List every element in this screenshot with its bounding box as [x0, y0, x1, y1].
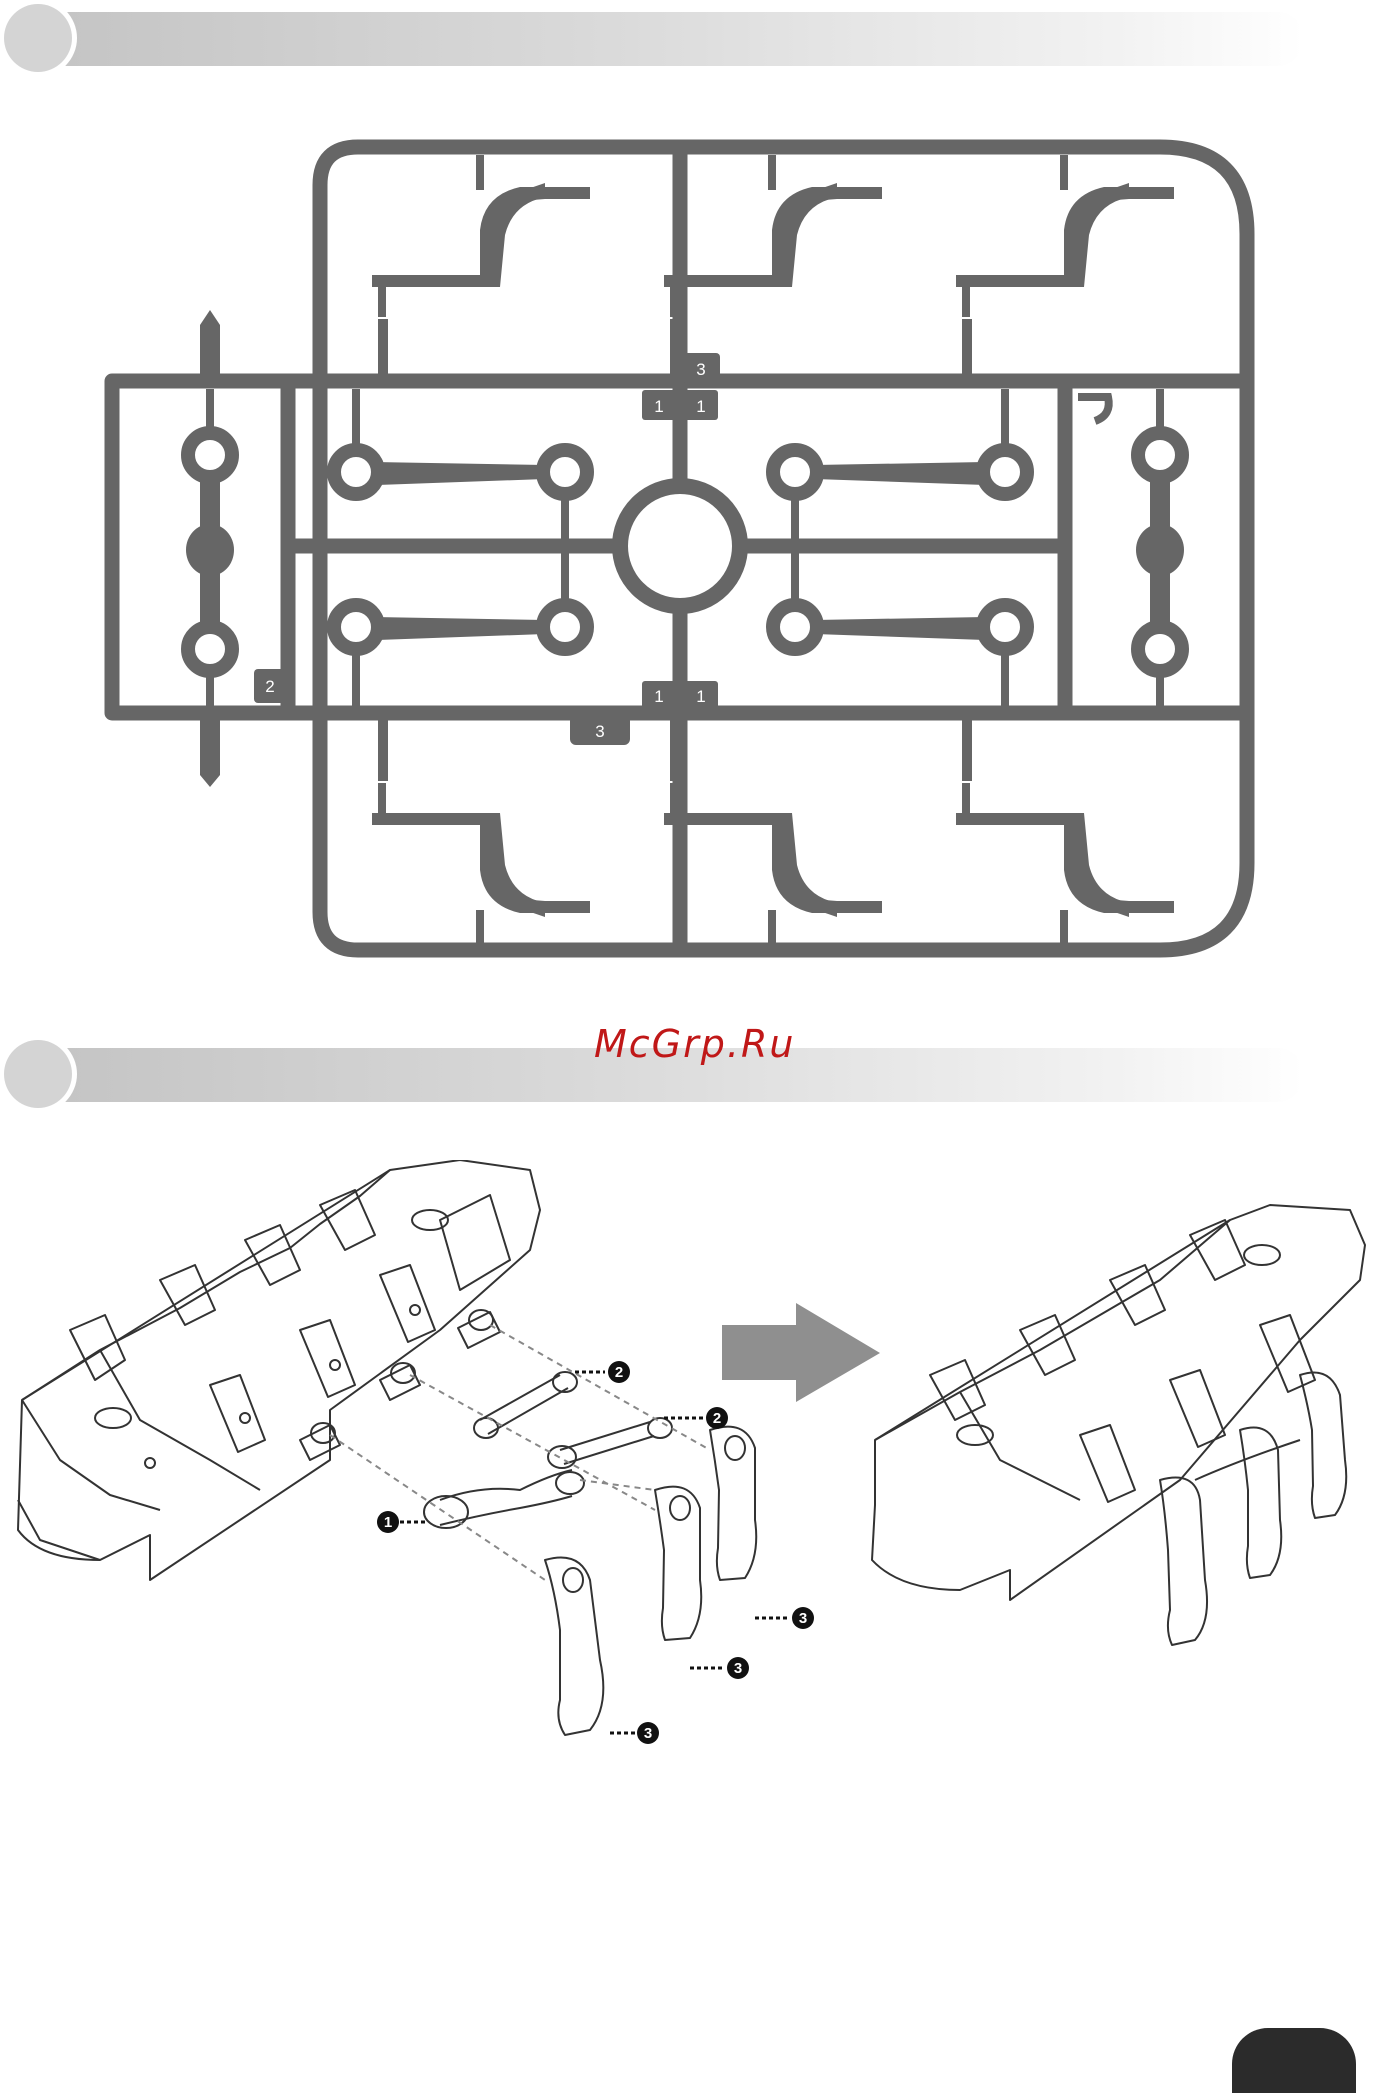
callout-number: 3	[644, 1725, 652, 1742]
sprue-label: 1	[696, 687, 705, 706]
sprue-label: 3	[595, 722, 604, 741]
right-arrow-icon	[722, 1303, 880, 1402]
callout-number: 1	[384, 1514, 392, 1531]
section-header-bar	[42, 12, 1304, 66]
robot-body-exploded	[18, 1160, 540, 1580]
section-header-banner-1	[4, 4, 1304, 72]
sprue-label: 1	[696, 397, 705, 416]
assembly-diagram: 2 2 1 3 3 3	[0, 1160, 1378, 1780]
sprue-label: 1	[654, 397, 663, 416]
callout-number: 2	[615, 1364, 623, 1381]
watermark: McGrp.Ru	[594, 1022, 795, 1066]
callout-number: 3	[799, 1610, 807, 1627]
step-circle-icon	[4, 1040, 72, 1108]
robot-body-assembled	[872, 1205, 1365, 1645]
callout-number: 2	[713, 1410, 721, 1427]
sprue-label: 3	[696, 360, 705, 379]
sprue-label: 2	[265, 677, 274, 696]
page-number-tab	[1232, 2028, 1356, 2093]
sprue-label: 1	[654, 687, 663, 706]
callout-number: 3	[734, 1660, 742, 1677]
step-circle-icon	[4, 4, 72, 72]
parts-sprue-diagram: 3 1 1 2 1 1 3	[100, 135, 1260, 965]
